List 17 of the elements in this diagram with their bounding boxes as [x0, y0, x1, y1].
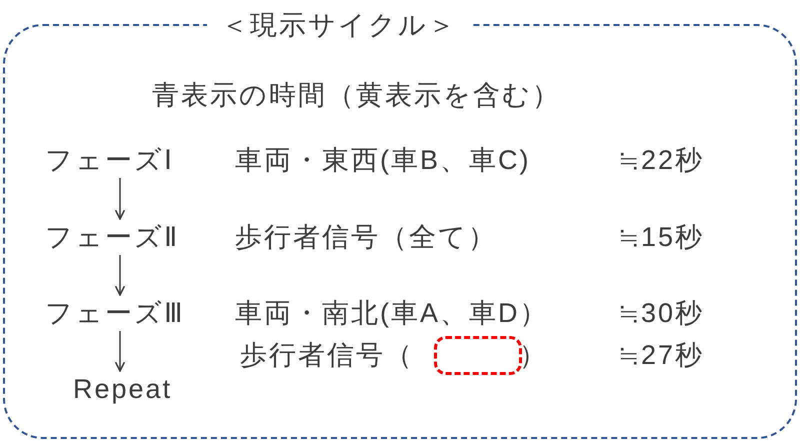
- duration-text: ≒30秒: [618, 297, 704, 329]
- phase-description: 歩行者信号（: [240, 339, 414, 371]
- phase-label: フェーズⅡ: [45, 221, 179, 253]
- closing-bracket: ）: [519, 339, 548, 371]
- phase-description: 車両・南北(車A、車D）: [235, 297, 548, 329]
- phase-label: フェーズⅢ: [45, 297, 185, 329]
- repeat-label: Repeat: [73, 373, 172, 405]
- duration-text: ≒22秒: [618, 144, 704, 176]
- phase-description: 車両・東西(車B、車C): [235, 144, 530, 176]
- arrow: [114, 331, 126, 372]
- duration-text: ≒27秒: [618, 339, 704, 371]
- arrow: [114, 178, 126, 220]
- phase-description: 歩行者信号（全て）: [235, 221, 497, 253]
- duration-text: ≒15秒: [618, 221, 704, 253]
- arrow: [114, 255, 126, 296]
- column-heading: 青表示の時間（黄表示を含む）: [152, 79, 561, 111]
- phase-label: フェーズⅠ: [45, 144, 174, 176]
